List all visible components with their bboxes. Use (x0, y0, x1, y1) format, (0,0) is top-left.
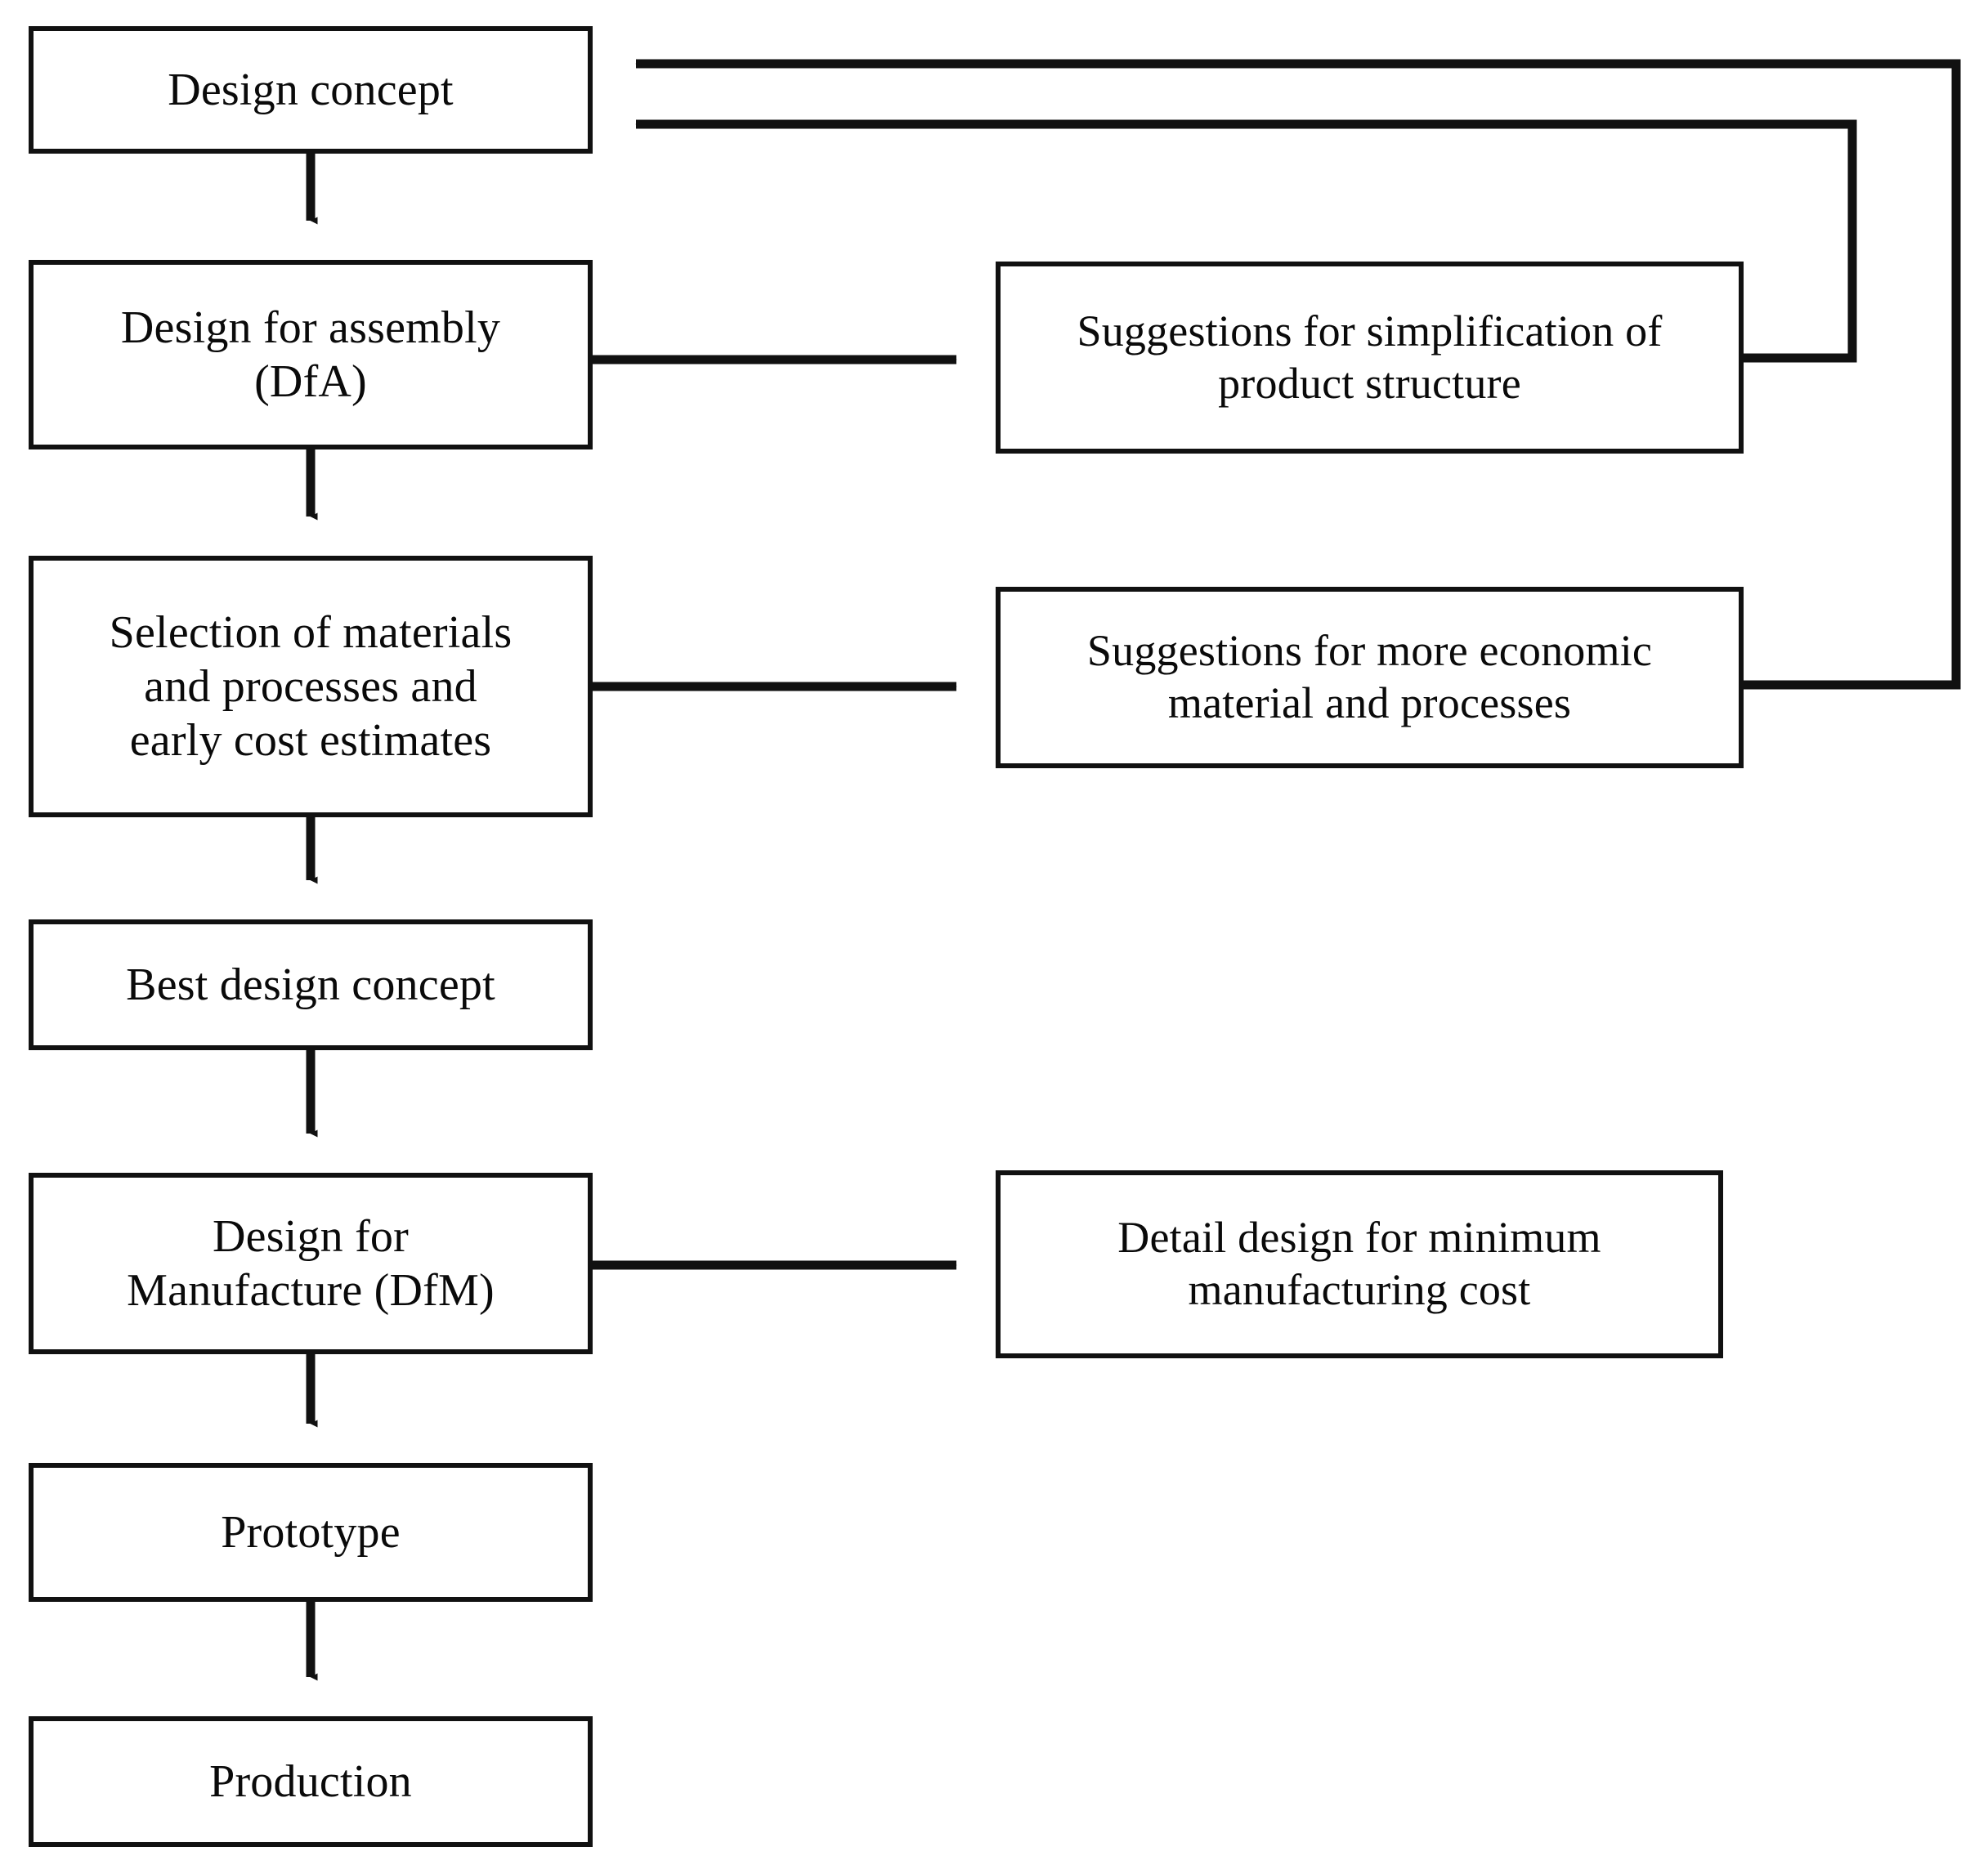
node-selection-of-materials[interactable]: Selection of materials and processes and… (29, 556, 593, 817)
node-label-prototype: Prototype (221, 1506, 401, 1558)
node-design-for-assembly[interactable]: Design for assembly (DfA) (29, 260, 593, 449)
node-production[interactable]: Production (29, 1716, 593, 1847)
node-label-suggestions-simplification: Suggestions for simplification of produc… (1077, 306, 1663, 408)
node-suggestions-simplification[interactable]: Suggestions for simplification of produc… (996, 262, 1744, 454)
node-label-production: Production (209, 1755, 412, 1807)
node-label-design-for-assembly: Design for assembly (DfA) (120, 302, 501, 407)
node-detail-design-minimum-cost[interactable]: Detail design for minimum manufacturing … (996, 1170, 1723, 1358)
node-label-best-design-concept: Best design concept (126, 959, 495, 1010)
node-label-design-for-manufacture: Design for Manufacture (DfM) (127, 1210, 495, 1316)
node-design-concept[interactable]: Design concept (29, 26, 593, 154)
connector-economic-feedback-loop (635, 59, 1961, 690)
node-label-selection-of-materials: Selection of materials and processes and… (109, 606, 513, 767)
node-design-for-manufacture[interactable]: Design for Manufacture (DfM) (29, 1173, 593, 1354)
node-label-suggestions-economic: Suggestions for more economic material a… (1086, 626, 1653, 727)
node-suggestions-economic[interactable]: Suggestions for more economic material a… (996, 587, 1744, 768)
node-label-design-concept: Design concept (168, 64, 454, 115)
node-best-design-concept[interactable]: Best design concept (29, 919, 593, 1050)
node-label-detail-design-minimum-cost: Detail design for minimum manufacturing … (1117, 1213, 1601, 1314)
node-prototype[interactable]: Prototype (29, 1463, 593, 1602)
connector-simplification-feedback-loop (635, 119, 1857, 363)
